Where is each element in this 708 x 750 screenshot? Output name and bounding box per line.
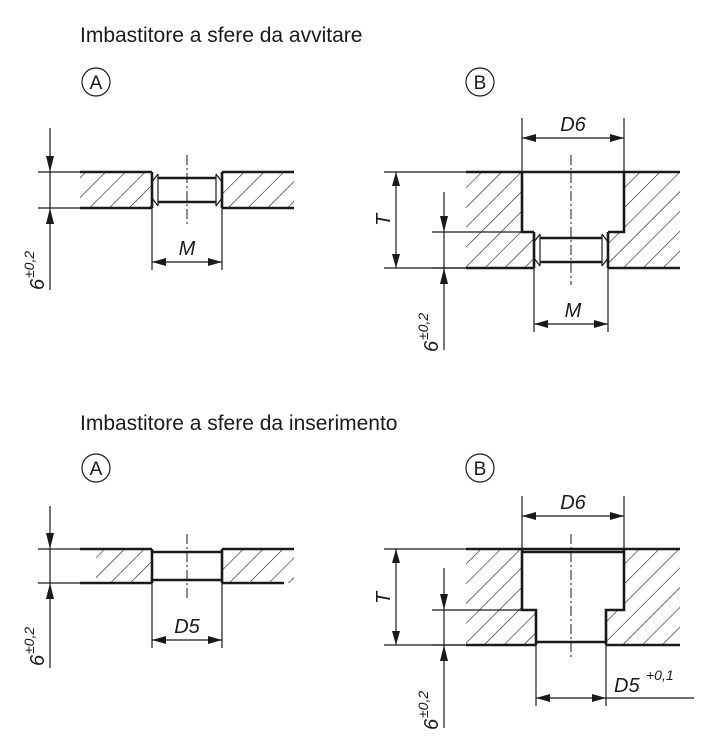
section1-b-depth-label: 6	[421, 340, 443, 352]
section2-a-depth-label: 6	[27, 654, 49, 666]
section1-a-depth-tol: ±0,2	[21, 251, 37, 278]
svg-text:B: B	[474, 73, 487, 94]
section1-a-width-label: M	[179, 238, 196, 260]
section1-title: Imbastitore a sfere da avvitare	[80, 24, 362, 47]
section1-b-top-width-label: D6	[560, 114, 586, 136]
section2-b-bottom-width-label: D5	[614, 675, 640, 697]
section2-b-t-label: T	[373, 590, 395, 604]
section1-b-t-label: T	[373, 212, 395, 226]
section2-title: Imbastitore a sfere da inserimento	[80, 412, 397, 435]
section2-a-depth-tol: ±0,2	[21, 627, 37, 654]
section2-b-top-width-label: D6	[560, 492, 586, 514]
section1-b-bottom-width-label: M	[565, 300, 582, 322]
svg-text:A: A	[90, 73, 103, 94]
section2-a-width-label: D5	[174, 616, 200, 638]
section2-b-depth-label: 6	[421, 718, 443, 730]
section1-variant-a: A 6 ±0,2 M	[21, 67, 294, 290]
section2-variant-b: B D6 T 6 ±0,2	[373, 453, 694, 730]
svg-text:B: B	[474, 459, 487, 480]
section2-b-badge: B	[465, 453, 495, 483]
section1-a-badge: A	[81, 67, 111, 97]
section1-b-depth-tol: ±0,2	[415, 313, 431, 340]
section1-variant-b: B D6 T 6	[373, 67, 680, 352]
section1-b-badge: B	[465, 67, 495, 97]
section2-b-depth-tol: ±0,2	[415, 691, 431, 718]
section1-a-depth-label: 6	[27, 278, 49, 290]
section2-a-badge: A	[81, 453, 111, 483]
section2-variant-a: A 6 ±0,2 D5	[21, 453, 294, 668]
svg-text:A: A	[90, 459, 103, 480]
section2-b-bottom-width-tol: +0,1	[646, 667, 674, 683]
